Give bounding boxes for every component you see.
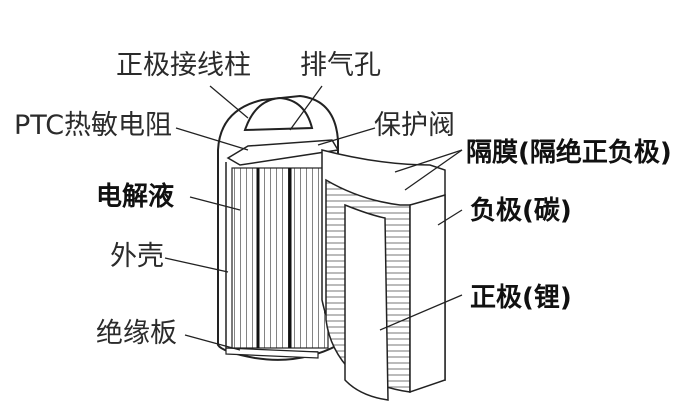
insulator-plate xyxy=(225,347,319,359)
label-insulator: 绝缘板 xyxy=(96,318,177,349)
label-separator: 隔膜(隔绝正负极) xyxy=(466,138,672,168)
label-positive-terminal: 正极接线柱 xyxy=(116,50,251,81)
label-safety-valve: 保护阀 xyxy=(374,110,455,141)
cap-plate xyxy=(226,139,340,166)
label-negative: 负极(碳) xyxy=(470,196,572,226)
label-casing: 外壳 xyxy=(110,241,164,272)
electrode-roll xyxy=(231,167,329,349)
label-ptc: PTC热敏电阻 xyxy=(14,110,173,141)
label-positive: 正极(锂) xyxy=(470,283,572,313)
positive-sheet xyxy=(344,203,389,401)
label-vent: 排气孔 xyxy=(300,50,381,81)
label-electrolyte: 电解液 xyxy=(96,182,175,212)
